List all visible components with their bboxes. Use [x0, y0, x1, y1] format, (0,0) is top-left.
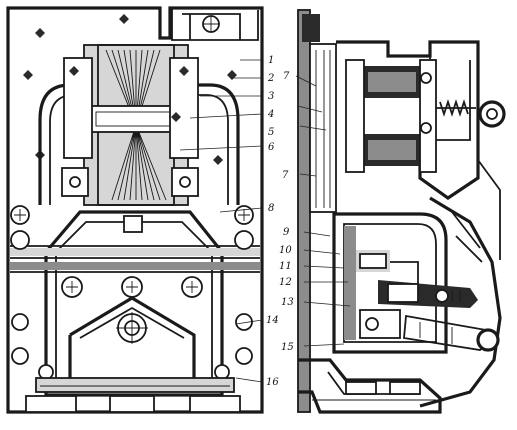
contact-chamber [332, 212, 448, 354]
chute-center-lug [123, 215, 143, 233]
callout-14: 14 [266, 315, 279, 326]
top-cap [182, 13, 241, 40]
callout-4: 4 [267, 109, 274, 120]
callout-6: 6 [268, 142, 275, 153]
lower-strip [35, 377, 235, 393]
contact-band [10, 262, 260, 270]
side-upper-frame [336, 40, 480, 200]
left-coil-block [63, 57, 93, 159]
left-terminal [61, 167, 89, 197]
armature-spring [436, 99, 476, 117]
callout-13: 13 [281, 297, 294, 308]
callout-16: 16 [266, 377, 279, 388]
callout-7a: 7 [283, 71, 290, 82]
side-body-outline [419, 196, 502, 408]
right-terminal [171, 167, 199, 197]
front-base-plate [6, 6, 264, 414]
callout-7b: 7 [282, 170, 289, 181]
side-base-bracket [298, 358, 442, 414]
lower-pivot [476, 328, 500, 352]
callout-15: 15 [281, 342, 294, 353]
callout-9: 9 [283, 227, 290, 238]
leader-lines [179, 59, 351, 383]
callout-11: 11 [279, 261, 292, 272]
core-bar [89, 105, 183, 133]
front-view [6, 6, 264, 414]
top-cover-notch [171, 8, 259, 41]
contact-bolts [61, 276, 203, 298]
callout-1: 1 [268, 55, 274, 66]
side-mounting-bar [297, 9, 311, 413]
callout-5: 5 [268, 127, 274, 138]
callout-8: 8 [268, 203, 274, 214]
mounting-holes [23, 14, 237, 165]
side-view [297, 9, 506, 414]
callout-2: 2 [267, 73, 274, 84]
callout-12: 12 [279, 277, 292, 288]
arc-horn [68, 296, 196, 385]
callout-10: 10 [279, 245, 292, 256]
callout-labels: 1 2 3 4 5 6 7 7 8 9 10 11 12 13 14 15 16 [266, 55, 294, 388]
side-pivot [478, 100, 506, 128]
corner-fixtures [10, 205, 254, 380]
callout-3: 3 [268, 91, 274, 102]
